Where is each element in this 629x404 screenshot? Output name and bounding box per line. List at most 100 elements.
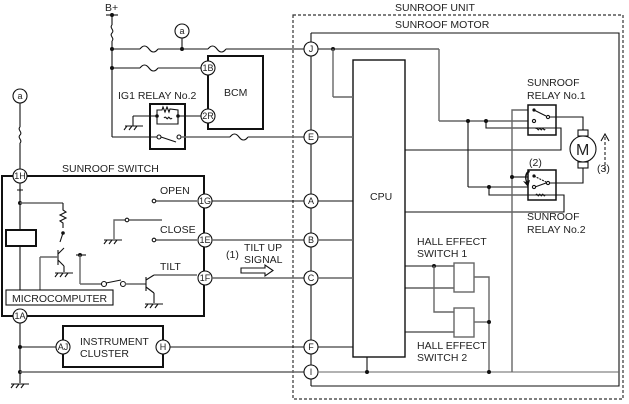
junction: [487, 320, 491, 324]
tilt-signal-number: (1): [226, 249, 239, 261]
fuse-icon: [229, 133, 249, 141]
microcomputer-label: MICROCOMPUTER: [12, 293, 107, 305]
close-contact[interactable]: [124, 217, 130, 223]
hall2-line2: SWITCH 2: [417, 352, 467, 364]
relay-contact: [545, 180, 551, 186]
relay1-line1: SUNROOF: [527, 77, 580, 89]
relay1-line2: RELAY No.1: [527, 90, 586, 102]
callout-2: (2): [529, 157, 542, 169]
power-label: B+: [105, 2, 118, 14]
connector-C-label: C: [308, 273, 315, 283]
tilt-signal-line1: TILT UP: [244, 242, 282, 254]
relay-switch-arm: [534, 182, 547, 188]
bcm-box: [207, 55, 264, 130]
ref-a-top: [174, 23, 190, 39]
hall1-line1: HALL EFFECT: [417, 236, 487, 248]
wire: [156, 116, 179, 125]
relay-contact: [531, 184, 537, 190]
relay2-line1: SUNROOF: [527, 211, 580, 223]
wire: [433, 266, 454, 313]
open-label: OPEN: [160, 185, 190, 197]
instrument-cluster-line2: CLUSTER: [80, 348, 129, 360]
hall2-line1: HALL EFFECT: [417, 340, 487, 352]
motor-brush-bottom: [577, 161, 589, 169]
connector-B-label: B: [308, 235, 314, 245]
ground-icon: [54, 272, 73, 278]
cpu-box: [352, 59, 406, 358]
sunroof-motor-boundary: [311, 32, 620, 387]
connector-J-label: J: [309, 44, 314, 54]
ref-a-left-label: a: [17, 91, 22, 101]
transistor-collector: [145, 274, 155, 281]
junction: [365, 370, 369, 374]
connector-1F-label: 1F: [200, 273, 211, 283]
close-terminal: [151, 237, 157, 243]
ig1-relay-label: IG1 RELAY No.2: [118, 90, 197, 102]
connector-1B: [200, 60, 216, 76]
ground-icon: [144, 303, 163, 309]
callout-3: (3): [597, 163, 610, 175]
resistor-icon: [58, 203, 68, 228]
sunroof-unit-boundary: [292, 14, 624, 400]
sunroof-motor-label: SUNROOF MOTOR: [395, 19, 490, 31]
open-contact[interactable]: [151, 198, 157, 204]
connector-AJ-label: AJ: [58, 342, 69, 352]
connector-AJ: [55, 339, 71, 355]
sunroof-switch-label: SUNROOF SWITCH: [62, 163, 159, 175]
transistor-emitter: [145, 286, 155, 294]
ig1-relay-box: [149, 103, 186, 150]
relay-contact: [156, 134, 162, 140]
hall1-line2: SWITCH 1: [417, 248, 467, 260]
wire: [511, 109, 528, 366]
connector-1E-label: 1E: [199, 235, 210, 245]
switching-arrow-icon: [523, 170, 530, 187]
resistor-icon: [156, 105, 179, 116]
wire: [113, 219, 125, 239]
connector-1H-label: 1H: [14, 171, 26, 181]
wire: [405, 121, 562, 151]
transistor-collector: [57, 247, 65, 255]
connector-F-label: F: [308, 342, 314, 352]
tilt-contact[interactable]: [100, 280, 108, 288]
unit-connectors: J E A B C F I: [303, 41, 319, 380]
junction: [487, 370, 491, 374]
coil-icon: [535, 193, 546, 197]
transistor-emitter: [57, 259, 65, 267]
sunroof-relay-1-box: [527, 104, 557, 136]
connector-A-label: A: [308, 196, 314, 206]
bcm-label: BCM: [224, 87, 247, 99]
ground-icon: [123, 125, 143, 131]
ref-a-top-label: a: [179, 26, 184, 36]
arrow-right-icon: [240, 263, 274, 278]
relay2-line2: RELAY No.2: [527, 224, 586, 236]
fuse-icon: [18, 126, 22, 144]
connector-1G-label: 1G: [199, 196, 211, 206]
tilt-switch-arm[interactable]: [105, 279, 122, 284]
connector-2R-label: 2R: [202, 111, 214, 121]
fuse-icon: [207, 45, 227, 53]
wire: [405, 187, 565, 213]
tilt-contact[interactable]: [119, 280, 127, 288]
connector-E-label: E: [308, 132, 314, 142]
connector-1A-label: 1A: [14, 311, 25, 321]
motor-brush-top: [577, 129, 589, 137]
close-label: CLOSE: [160, 224, 196, 236]
wire: [550, 168, 584, 184]
ground-icon: [103, 239, 122, 245]
relay-coil-box: [5, 229, 37, 247]
wire: [550, 116, 584, 130]
relay-switch-arm: [160, 136, 177, 143]
hall-effect-switch-2: [453, 307, 475, 338]
relay-switch-arm: [533, 109, 547, 117]
fuse-icon: [139, 64, 159, 72]
wire: [474, 276, 490, 372]
switch-arm: [59, 232, 64, 243]
microcomputer-box: [5, 289, 114, 306]
cpu-label: CPU: [370, 191, 392, 203]
connector-I-label: I: [310, 367, 313, 377]
fuse-icon: [110, 24, 114, 42]
instrument-cluster-line1: INSTRUMENT: [80, 336, 149, 348]
diode-icon: [17, 188, 23, 192]
hall-effect-switch-1: [453, 262, 475, 293]
relay-switch-arm: [533, 175, 547, 183]
